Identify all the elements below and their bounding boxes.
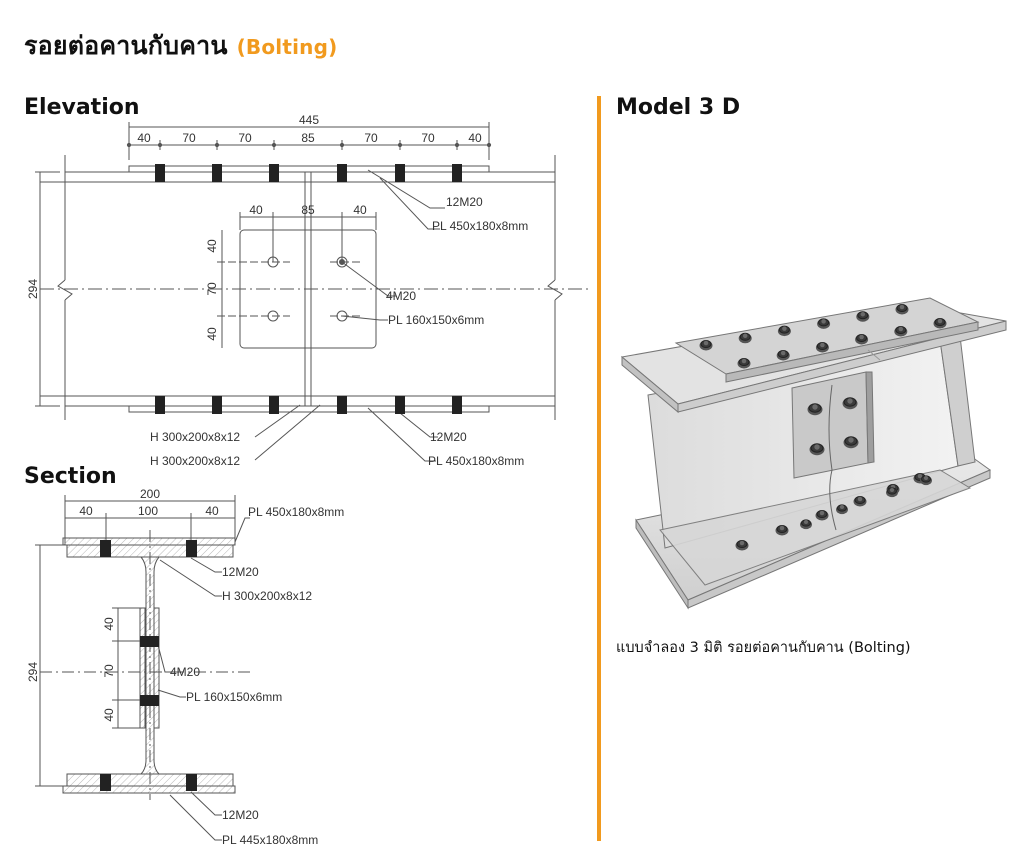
bolt-head — [853, 496, 867, 507]
elev-web-spacing-h: 85 — [301, 203, 315, 217]
elevation-heading: Elevation — [24, 95, 140, 120]
flange-bolt — [269, 164, 279, 182]
sec-spacing-label: 40 — [79, 504, 93, 518]
orange-divider — [597, 96, 601, 841]
model-3d-bolts — [699, 304, 947, 551]
flange-bolt — [452, 396, 462, 414]
flange-bolt — [212, 164, 222, 182]
bolt-head — [737, 358, 751, 369]
bolt-head — [894, 326, 908, 337]
sec-top-bolts-label: 12M20 — [222, 565, 259, 579]
bolt-head — [807, 403, 823, 416]
sec-web-spacing-v: 70 — [102, 664, 116, 678]
model-3d-illustration — [620, 297, 1007, 610]
page-title-accent: (Bolting) — [236, 35, 338, 59]
section-heading: Section — [24, 464, 117, 489]
bolt-head — [920, 475, 932, 486]
elev-web-spacing-v: 40 — [205, 239, 219, 253]
flange-bolt — [155, 396, 165, 414]
flange-bolt — [212, 396, 222, 414]
model-caption: แบบจำลอง 3 มิติ รอยต่อคานกับคาน (Bolting… — [616, 640, 911, 656]
elev-beam-right-label: H 300x200x8x12 — [150, 454, 240, 468]
sec-top-plate-label: PL 450x180x8mm — [248, 505, 344, 519]
sec-overall-width: 200 — [140, 487, 160, 501]
bolt-head — [776, 350, 790, 361]
elev-height-dim: 294 — [26, 279, 40, 299]
bolt-head — [842, 397, 858, 410]
elev-spacing-label: 85 — [301, 131, 315, 145]
elev-overall-dim: 445 — [299, 113, 319, 127]
bolt-head — [777, 325, 791, 337]
model-3d-heading: Model 3 D — [616, 95, 741, 120]
elev-web-bolts-label: 4M20 — [386, 289, 416, 303]
sec-bottom-bolts-label: 12M20 — [222, 808, 259, 822]
flange-bolt — [395, 396, 405, 414]
sec-spacing-label: 100 — [138, 504, 158, 518]
section-labels: 200 40 100 40 40 70 40 294 PL 450x180x8m… — [26, 487, 344, 847]
bolt-head — [855, 334, 869, 345]
bolt-head — [775, 525, 789, 536]
elev-spacing-label: 40 — [137, 131, 151, 145]
elev-beam-left-label: H 300x200x8x12 — [150, 430, 240, 444]
section-drawing — [35, 495, 250, 841]
sec-bottom-plate-label: PL 445x180x8mm — [222, 833, 318, 847]
sec-height-dim: 294 — [26, 662, 40, 682]
elevation-bolts — [155, 164, 462, 414]
elev-spacing-label: 70 — [238, 131, 252, 145]
flange-bolt — [337, 164, 347, 182]
bolt-head — [815, 342, 829, 353]
flange-bolt — [452, 164, 462, 182]
flange-bolt — [337, 396, 347, 414]
elev-web-spacing-h: 40 — [249, 203, 263, 217]
bolt-head — [886, 487, 898, 498]
bolt-head — [843, 436, 859, 449]
bolt-head — [933, 318, 947, 329]
bolt-head — [735, 540, 749, 551]
bolt-head — [738, 332, 752, 344]
sec-web-bolts-label: 4M20 — [170, 665, 200, 679]
elev-web-spacing-v: 40 — [205, 327, 219, 341]
elevation-drawing — [35, 122, 590, 462]
bolt-head — [856, 311, 870, 322]
elev-spacing-label: 40 — [468, 131, 482, 145]
elev-bottom-plate-label: PL 450x180x8mm — [428, 454, 524, 468]
sec-web-spacing-v: 40 — [102, 708, 116, 722]
elev-bottom-bolts-label: 12M20 — [430, 430, 467, 444]
section-bolts — [100, 540, 197, 791]
sec-beam-label: H 300x200x8x12 — [222, 589, 312, 603]
page-title: รอยต่อคานกับคาน (Bolting) — [24, 26, 337, 66]
flange-bolt — [269, 396, 279, 414]
elev-spacing-label: 70 — [182, 131, 196, 145]
page-title-main: รอยต่อคานกับคาน — [24, 31, 228, 60]
elev-top-bolts-label: 12M20 — [446, 195, 483, 209]
sec-web-spacing-v: 40 — [102, 617, 116, 631]
elev-web-spacing-v: 70 — [205, 282, 219, 296]
bolt-head — [815, 510, 829, 521]
bolt-head — [800, 519, 812, 530]
flange-bolt — [155, 164, 165, 182]
sec-spacing-label: 40 — [205, 504, 219, 518]
elev-spacing-label: 70 — [364, 131, 378, 145]
elev-spacing-label: 70 — [421, 131, 435, 145]
elev-web-spacing-h: 40 — [353, 203, 367, 217]
flange-bolt — [395, 164, 405, 182]
bolt-head — [699, 340, 713, 351]
bolt-head — [809, 443, 825, 456]
elevation-labels: 445 40 70 70 85 70 70 40 40 85 40 40 70 … — [26, 113, 528, 468]
bolt-head — [836, 504, 848, 515]
elev-web-plate-label: PL 160x150x6mm — [388, 313, 484, 327]
bolt-head — [895, 304, 909, 315]
sec-web-plate-label: PL 160x150x6mm — [186, 690, 282, 704]
bolt-head — [817, 318, 831, 329]
elev-top-plate-label: PL 450x180x8mm — [432, 219, 528, 233]
